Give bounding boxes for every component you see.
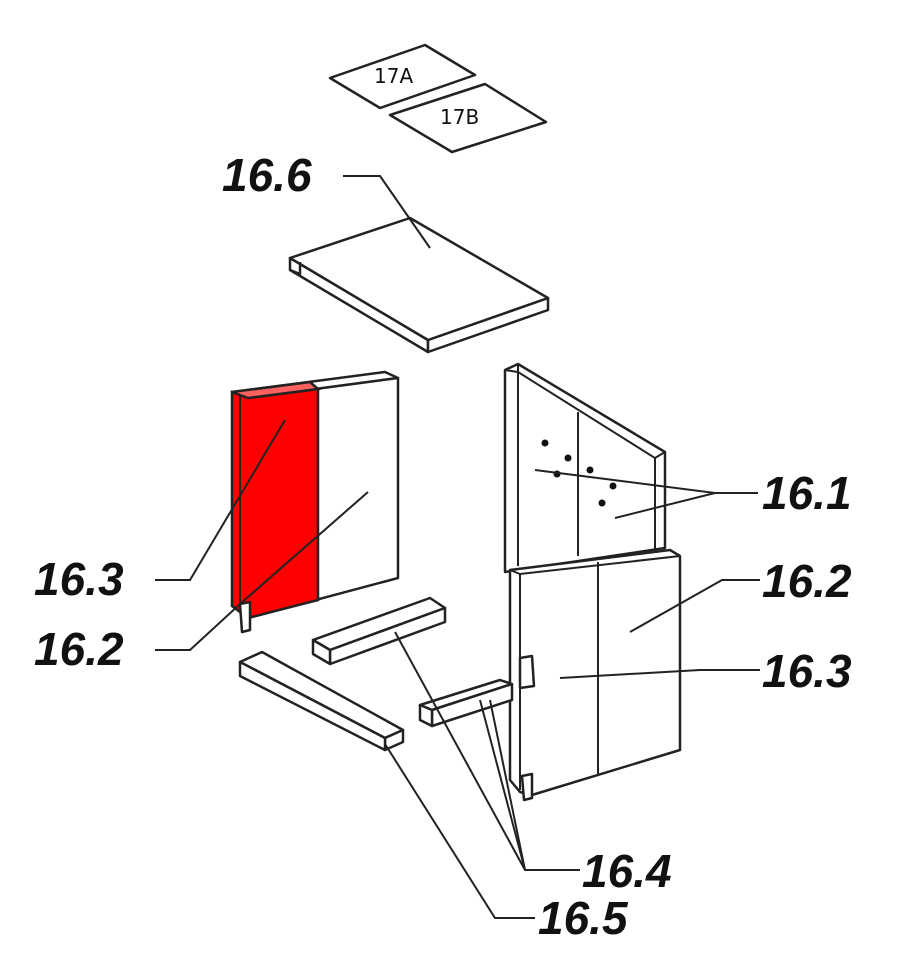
label-17b: 17B bbox=[440, 105, 480, 129]
part-16-6[interactable] bbox=[288, 216, 550, 354]
label-16-6: 16.6 bbox=[222, 149, 312, 201]
part-16-2-left[interactable] bbox=[238, 600, 252, 634]
left-panel-assembly bbox=[230, 370, 400, 634]
label-16-5: 16.5 bbox=[538, 892, 628, 944]
part-16-1[interactable] bbox=[503, 362, 667, 574]
label-16-3-right: 16.3 bbox=[762, 645, 852, 697]
label-16-1: 16.1 bbox=[762, 467, 852, 519]
part-17a[interactable] bbox=[328, 43, 477, 110]
label-17a: 17A bbox=[374, 64, 414, 88]
part-16-5[interactable] bbox=[238, 650, 405, 752]
label-16-4: 16.4 bbox=[582, 845, 672, 897]
label-16-3-left: 16.3 bbox=[34, 553, 124, 605]
label-16-2-right: 16.2 bbox=[762, 555, 852, 607]
part-16-4-lower[interactable] bbox=[418, 678, 514, 728]
part-17b[interactable] bbox=[388, 82, 548, 154]
part-16-3-left-highlighted[interactable] bbox=[230, 387, 320, 620]
label-16-2-left: 16.2 bbox=[34, 623, 124, 675]
right-front-panel[interactable] bbox=[508, 548, 682, 802]
leader-lines bbox=[155, 175, 760, 919]
part-16-4-upper[interactable] bbox=[311, 596, 447, 666]
